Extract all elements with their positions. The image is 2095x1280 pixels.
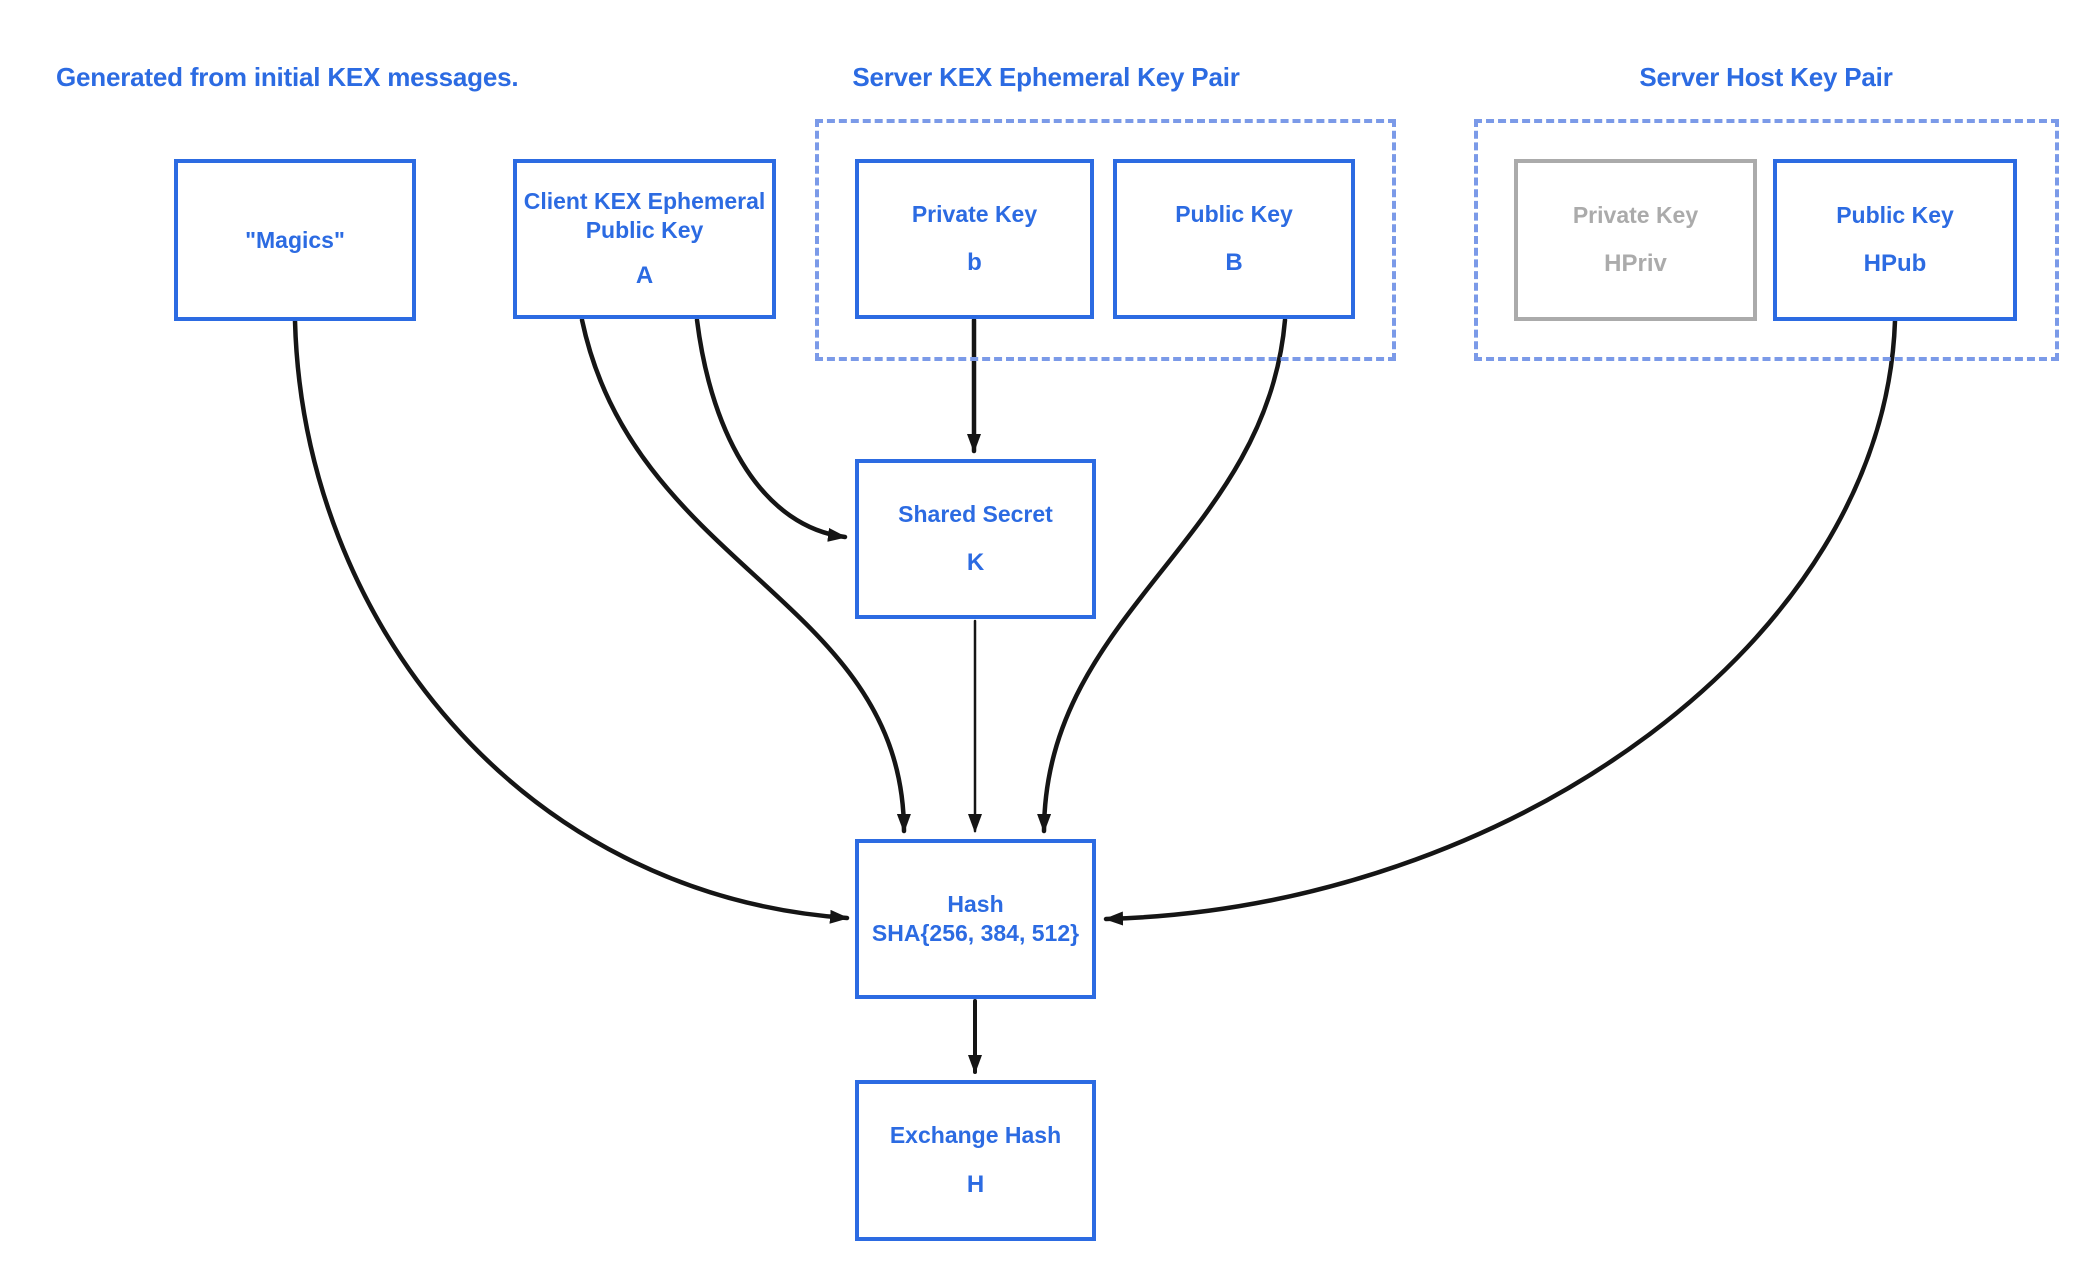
- node-server-private-key: Private Key b: [855, 159, 1094, 319]
- edge-magics-to-hash: [292, 318, 850, 924]
- edge-host-public-to-hash: [1103, 318, 1898, 926]
- node-host-private-value: HPriv: [1604, 250, 1667, 278]
- node-exchange-hash-label: Exchange Hash: [889, 1122, 1062, 1149]
- node-host-public-label: Public Key: [1836, 201, 1954, 228]
- node-shared-secret: Shared Secret K: [855, 459, 1096, 619]
- node-client-kex-public-key: Client KEX Ephemeral Public Key A: [513, 159, 776, 319]
- node-exchange-hash-value: H: [966, 1170, 985, 1198]
- node-shared-secret-value: K: [966, 549, 985, 577]
- node-host-public-key: Public Key HPub: [1773, 159, 2017, 321]
- server-kex-group-frame: [815, 119, 1396, 361]
- edge-client-kex-to-hash: [579, 317, 911, 834]
- node-host-private-label: Private Key: [1572, 201, 1699, 228]
- node-magics: "Magics": [174, 159, 416, 321]
- server-host-group-frame: [1474, 119, 2059, 361]
- node-shared-secret-label: Shared Secret: [898, 500, 1053, 527]
- kex-note-title: Generated from initial KEX messages.: [56, 62, 519, 92]
- node-server-public-label: Public Key: [1175, 200, 1293, 227]
- server-host-group-title: Server Host Key Pair: [1639, 62, 1893, 92]
- node-server-private-label: Private Key: [911, 200, 1038, 227]
- node-server-private-value: b: [967, 249, 982, 277]
- edge-client-kex-to-shared-secret: [694, 317, 848, 542]
- node-hash: Hash SHA{256, 384, 512}: [855, 839, 1096, 999]
- node-host-public-value: HPub: [1863, 250, 1927, 278]
- node-server-public-key: Public Key B: [1113, 159, 1355, 319]
- node-magics-label: "Magics": [245, 226, 345, 253]
- node-client-kex-value: A: [635, 261, 654, 289]
- node-client-kex-label: Client KEX Ephemeral Public Key: [523, 188, 766, 243]
- node-server-public-value: B: [1225, 249, 1243, 277]
- node-exchange-hash: Exchange Hash H: [855, 1080, 1096, 1241]
- server-kex-group-title: Server KEX Ephemeral Key Pair: [852, 62, 1240, 92]
- edge-server-public-to-hash: [1037, 317, 1288, 834]
- node-host-private-key: Private Key HPriv: [1514, 159, 1757, 321]
- node-hash-label: Hash SHA{256, 384, 512}: [871, 891, 1080, 946]
